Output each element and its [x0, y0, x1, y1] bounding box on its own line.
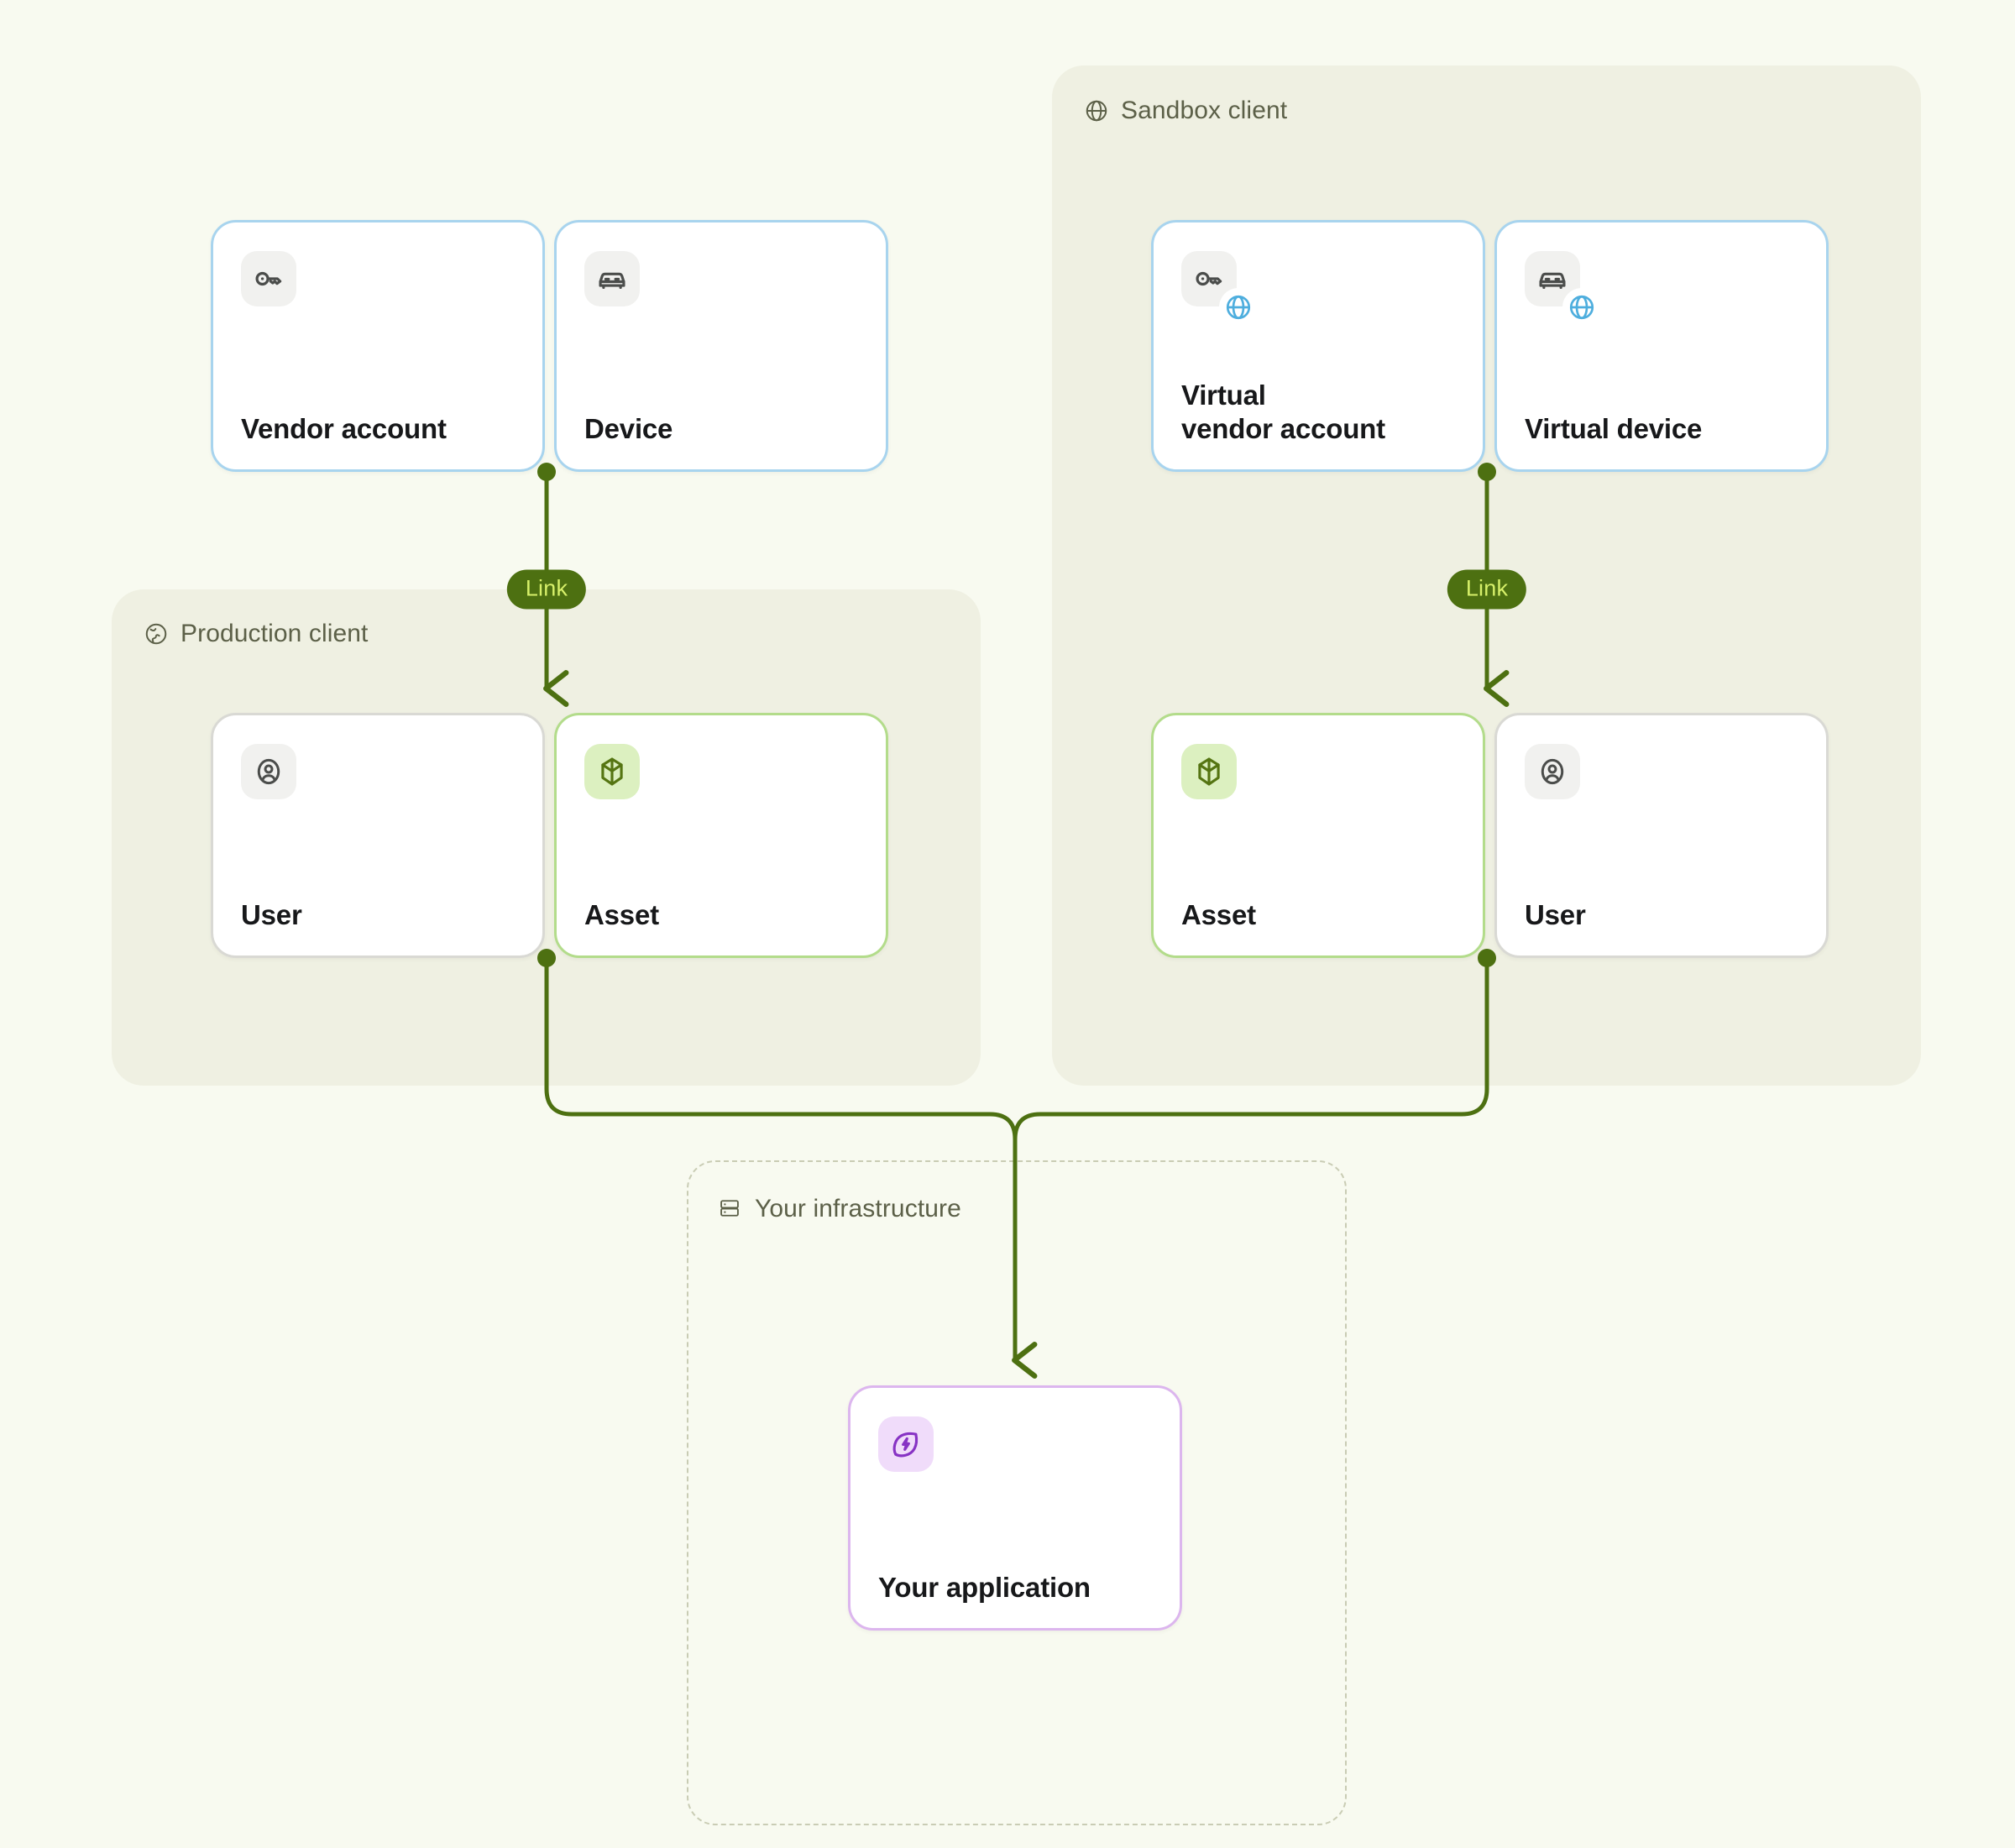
- card-title: Device: [584, 412, 673, 444]
- card-your-application[interactable]: Your application: [848, 1385, 1182, 1631]
- user-icon: [253, 756, 285, 788]
- cube-icon: [1193, 756, 1225, 788]
- card-device[interactable]: Device: [554, 220, 888, 472]
- icon-tile: [241, 744, 296, 799]
- card-sandbox-asset[interactable]: Asset: [1151, 713, 1485, 958]
- card-title: Asset: [1181, 898, 1256, 930]
- icon-tile: [584, 744, 640, 799]
- user-icon: [1536, 756, 1568, 788]
- card-production-asset[interactable]: Asset: [554, 713, 888, 958]
- card-title: Asset: [584, 898, 659, 930]
- group-label-production-client: Production client: [144, 621, 369, 647]
- card-title: Virtual vendor account: [1181, 379, 1385, 444]
- card-title: Virtual device: [1525, 412, 1703, 444]
- card-virtual-vendor-account[interactable]: Virtual vendor account: [1151, 220, 1485, 472]
- key-icon: [1193, 263, 1225, 295]
- group-label-text: Production client: [181, 620, 369, 647]
- icon-tile: [1181, 744, 1237, 799]
- link-badge-sandbox[interactable]: Link: [1447, 569, 1527, 610]
- car-icon: [596, 263, 628, 295]
- card-title: User: [1525, 898, 1586, 930]
- car-icon: [1536, 263, 1568, 295]
- icon-tile: [1525, 744, 1580, 799]
- card-title: User: [241, 898, 302, 930]
- card-virtual-device[interactable]: Virtual device: [1494, 220, 1829, 472]
- group-label-text: Your infrastructure: [755, 1195, 961, 1222]
- icon-tile: [878, 1416, 934, 1472]
- globe-icon: [1084, 98, 1109, 123]
- group-label-your-infrastructure: Your infrastructure: [718, 1196, 961, 1222]
- server-icon: [718, 1196, 743, 1222]
- card-sandbox-user[interactable]: User: [1494, 713, 1829, 958]
- key-icon: [253, 263, 285, 295]
- card-vendor-account[interactable]: Vendor account: [211, 220, 545, 472]
- group-label-sandbox-client: Sandbox client: [1084, 98, 1287, 123]
- group-label-text: Sandbox client: [1121, 97, 1288, 124]
- globe-badge-icon: [1219, 288, 1258, 327]
- cube-icon: [596, 756, 628, 788]
- icon-tile: [241, 251, 296, 306]
- earth-icon: [144, 621, 169, 647]
- leaf-bolt-icon: [890, 1428, 922, 1460]
- card-title: Vendor account: [241, 412, 447, 444]
- card-production-user[interactable]: User: [211, 713, 545, 958]
- icon-tile: [584, 251, 640, 306]
- card-title: Your application: [878, 1571, 1091, 1603]
- globe-badge-icon: [1562, 288, 1601, 327]
- link-badge-production[interactable]: Link: [506, 569, 587, 610]
